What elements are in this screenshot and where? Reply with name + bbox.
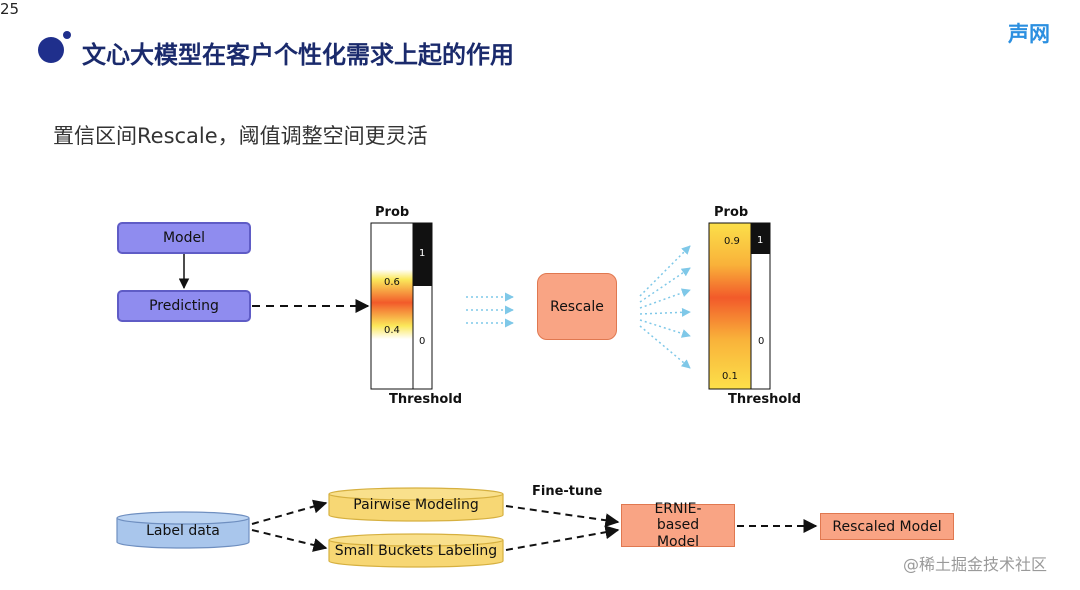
bottom-flow-arrows <box>251 499 818 552</box>
right-tick-low: 0.1 <box>722 371 738 382</box>
right-probability-bar <box>708 222 771 390</box>
pairwise-cylinder <box>328 487 504 522</box>
from-rescale-arrows <box>639 245 691 369</box>
page-title: 文心大模型在客户个性化需求上起的作用 <box>82 41 514 69</box>
watermark: @稀土掘金技术社区 <box>903 555 1048 574</box>
right-threshold-label: Threshold <box>728 392 802 407</box>
small-buckets-labeling-node: Small Buckets Labeling <box>334 543 498 559</box>
left-tick-zero: 0 <box>419 336 426 347</box>
predicting-node: Predicting <box>117 290 251 322</box>
buckets-cylinder <box>328 533 504 568</box>
label-data-node: Label data <box>146 523 220 539</box>
subtitle: 置信区间Rescale，阈值调整空间更灵活 <box>53 124 428 148</box>
left-probability-bar <box>370 222 433 390</box>
to-rescale-arrows <box>466 292 514 328</box>
title-bullet-icon <box>38 37 64 63</box>
left-tick-low: 0.4 <box>384 325 400 336</box>
pairwise-modeling-node: Pairwise Modeling <box>353 497 479 513</box>
label-data-cylinder <box>116 511 250 549</box>
right-tick-high: 0.9 <box>724 236 740 247</box>
fine-tune-label: Fine-tune <box>532 484 603 499</box>
left-tick-high: 0.6 <box>384 277 400 288</box>
right-tick-one: 1 <box>757 235 764 246</box>
model-node: Model <box>117 222 251 254</box>
rescale-node: Rescale <box>537 273 617 340</box>
right-tick-zero: 0 <box>758 336 765 347</box>
rescaled-model-node: Rescaled Model <box>820 513 954 540</box>
ernie-based-model-node: ERNIE-based Model <box>621 501 735 550</box>
left-tick-one: 1 <box>419 248 426 259</box>
left-threshold-label: Threshold <box>389 392 463 407</box>
right-prob-label: Prob <box>714 205 749 220</box>
slide-number: 25 <box>0 0 20 18</box>
title-bullet-small-icon <box>63 31 71 39</box>
brand-logo: 声网 <box>1008 22 1050 46</box>
left-prob-label: Prob <box>375 205 410 220</box>
